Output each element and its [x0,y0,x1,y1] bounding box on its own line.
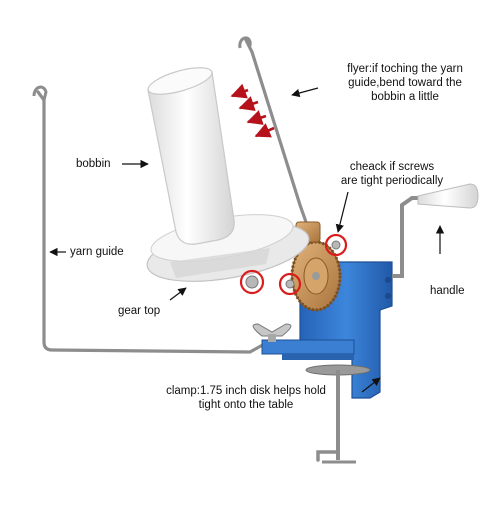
clamp-label: clamp:1.75 inch disk helps hold tight on… [166,385,326,411]
gear-top-callout-arrow [169,287,187,301]
crank-handle [392,183,479,278]
bend-direction-arrows [230,83,275,138]
clamp-callout-arrow [361,377,381,393]
gear-top-label: gear top [118,305,161,317]
clamp-screw [305,364,371,464]
yarn-guide-label: yarn guide [70,246,124,258]
screws-label: cheack if screws are tight periodically [340,161,444,187]
wing-nut [252,323,292,342]
flyer-callout-arrow [291,87,319,98]
screws [245,240,341,289]
handle-label: handle [430,285,465,297]
brass-gear [290,221,342,312]
yarn-guide-wire [32,85,270,354]
bobbin-label: bobbin [76,158,111,170]
screws-callout-arrow [335,191,349,233]
bobbin-cone [147,67,235,245]
flyer-label: flyer:if toching the yarn guide,bend tow… [347,63,463,103]
callout-arrows [49,87,445,393]
screw-check-circle [239,233,348,296]
flyer-wire [238,36,308,224]
